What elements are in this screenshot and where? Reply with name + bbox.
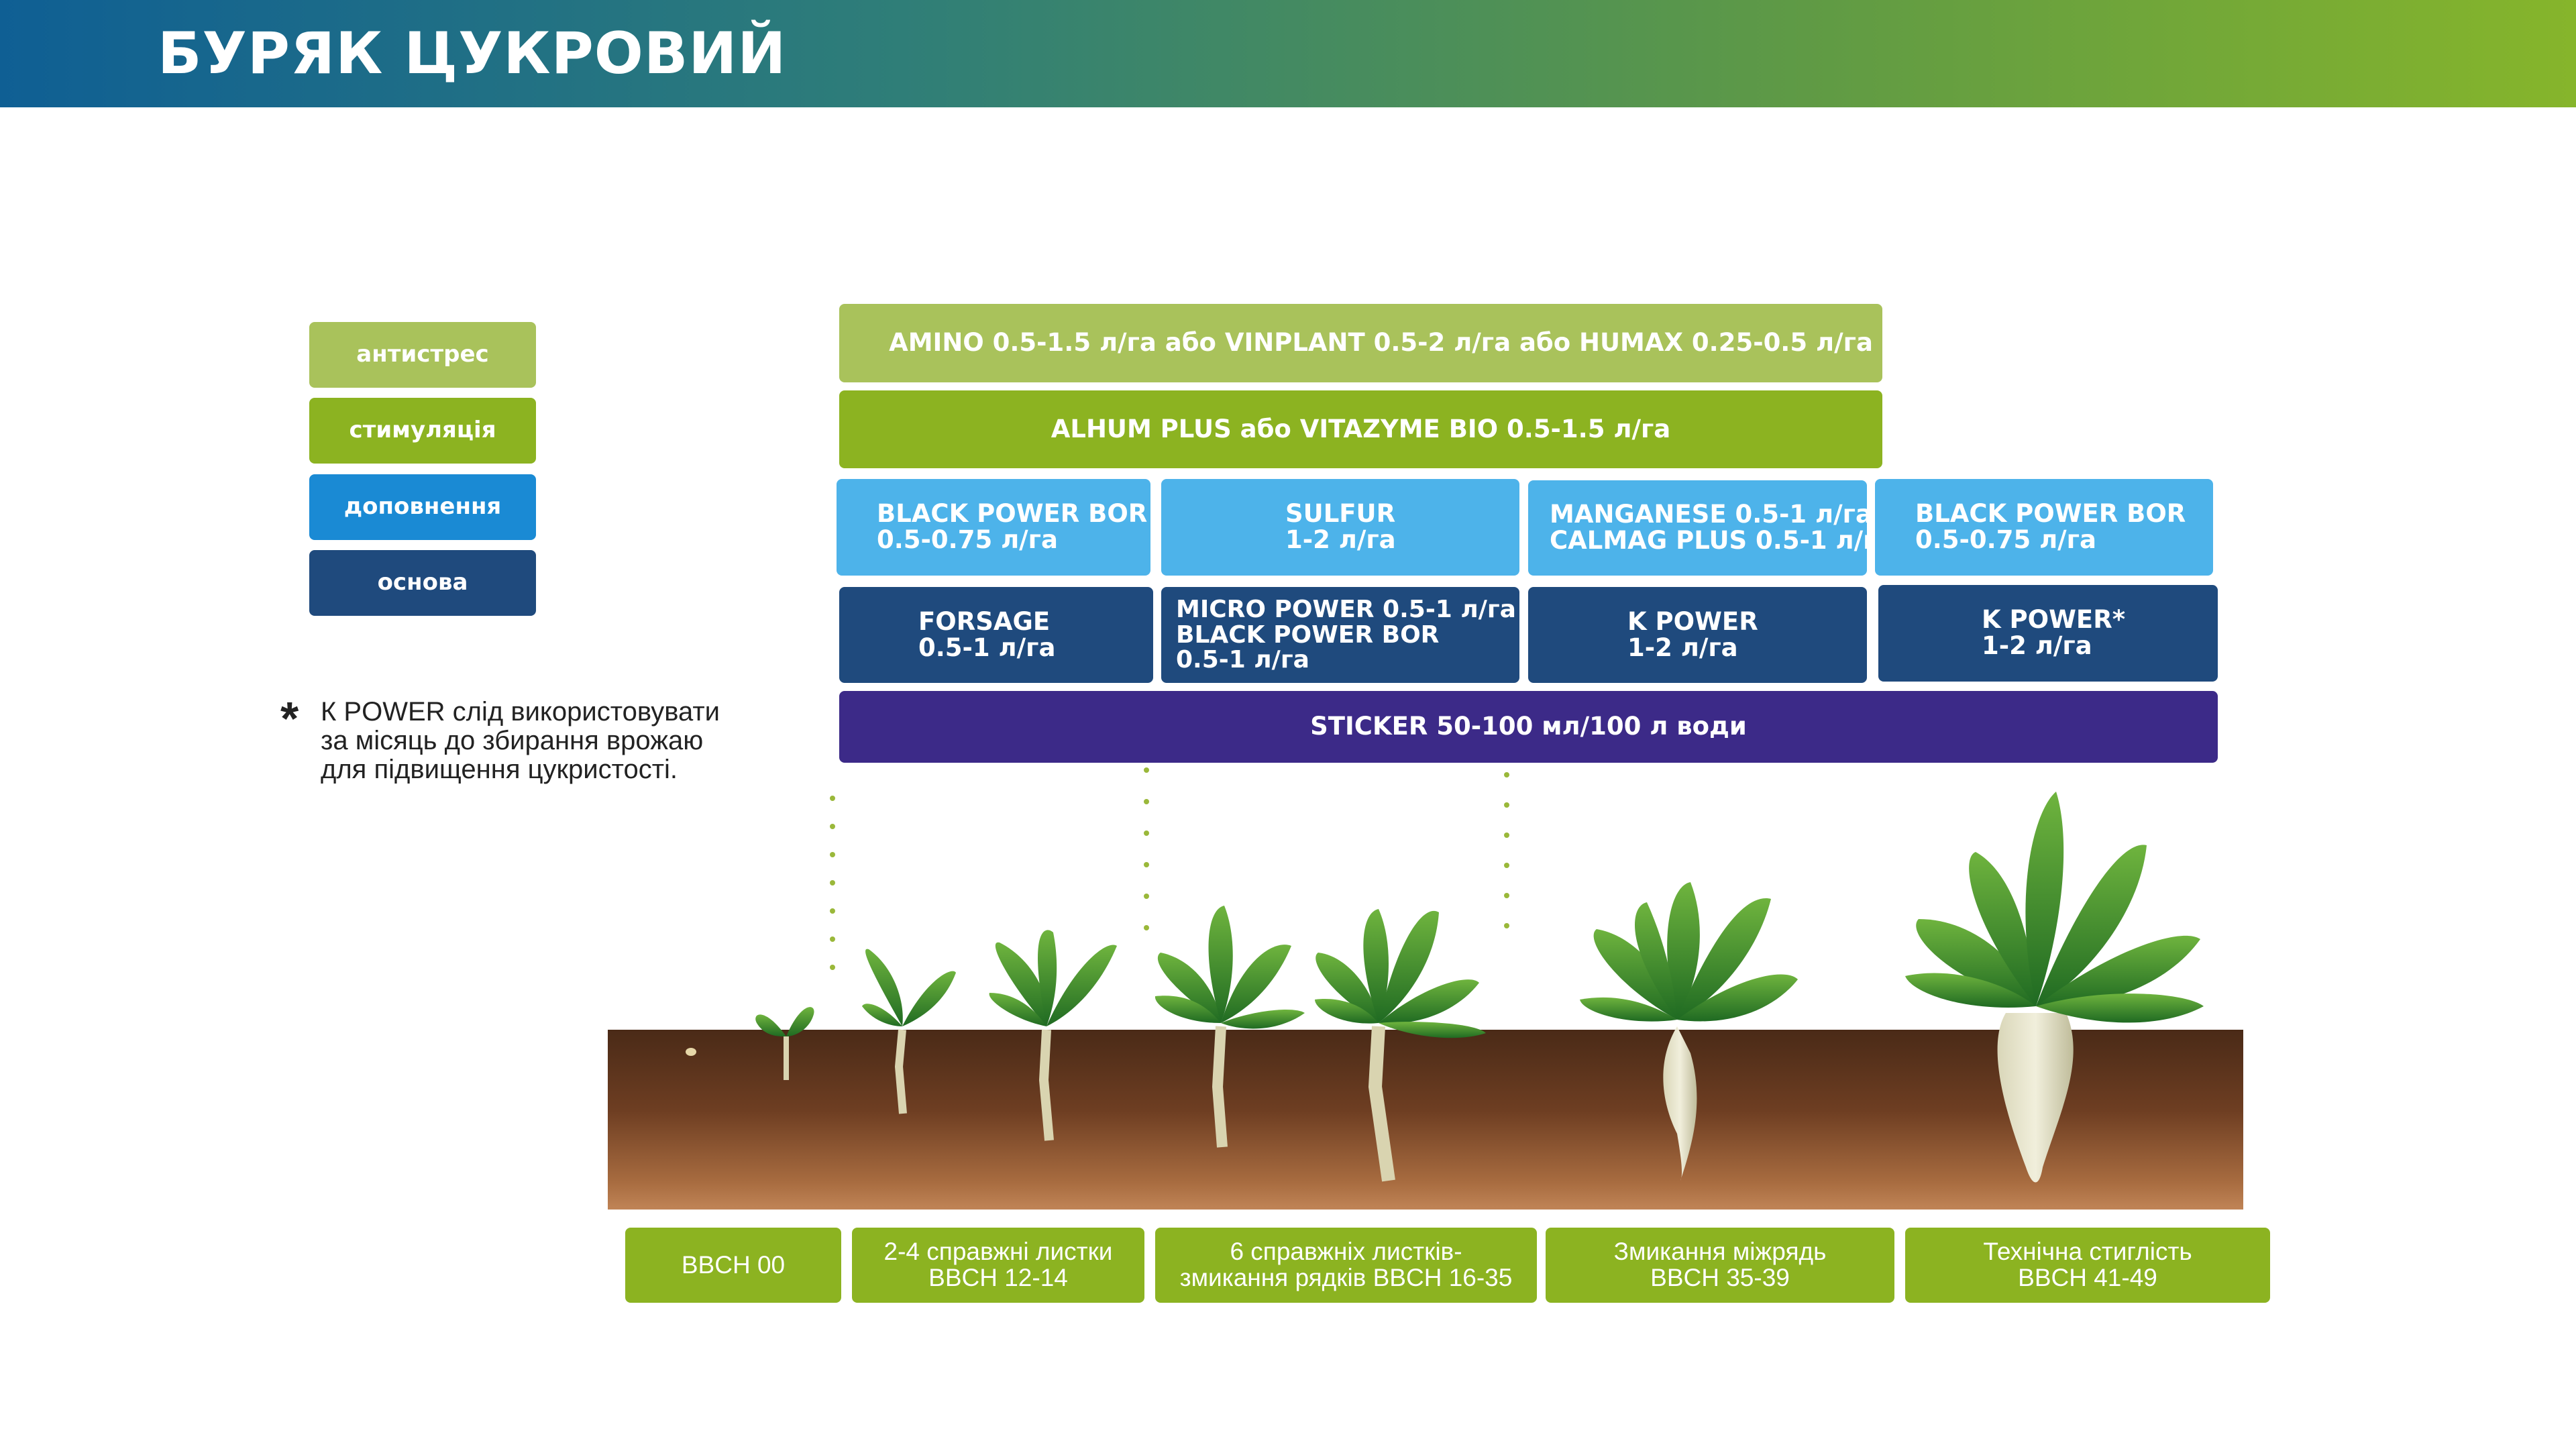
soil-strip [608,1030,2243,1210]
guide-dots [830,767,1509,970]
stage-label: Технічна стиглість BBCH 41-49 [1983,1238,2192,1291]
cell-manganese: MANGANESE 0.5-1 л/га + CALMAG PLUS 0.5-1… [1528,480,1902,576]
stage-bbch-00: BBCH 00 [625,1228,841,1303]
legend-stimulation: стимуляція [309,398,536,464]
bar-sticker: STICKER 50-100 мл/100 л води [839,691,2218,763]
page-title: БУРЯК ЦУКРОВИЙ [158,20,787,87]
cell-sulfur: SULFUR 1-2 л/га [1161,479,1519,576]
stage-bbch-12-14: 2-4 справжні листки BBCH 12-14 [852,1228,1144,1303]
footnote-text: К POWER слід використовувати за місяць д… [321,697,720,785]
stage-bbch-16-35: 6 справжніх листків- змикання рядків BBC… [1155,1228,1537,1303]
stage-bbch-41-49: Технічна стиглість BBCH 41-49 [1905,1228,2270,1303]
cell-k-power-star: K POWER* 1-2 л/га [1878,585,2218,682]
plant-rows-closed-icon [1580,882,1798,1181]
stage-label: BBCH 00 [681,1250,786,1279]
plant-closing-rows-icon [1315,909,1486,1182]
cell-black-power-bor-1: BLACK POWER BOR 0.5-0.75 л/га [837,479,1150,576]
cell-micro-power: MICRO POWER 0.5-1 л/га + BLACK POWER BOR… [1161,587,1545,683]
cell-forsage: FORSAGE 0.5-1 л/га [839,587,1153,683]
cell-k-power: K POWER 1-2 л/га [1528,587,1867,683]
bar-amino: AMINO 0.5-1.5 л/га або VINPLANT 0.5-2 л/… [839,304,1882,382]
stage-label: Змикання міжрядь BBCH 35-39 [1613,1238,1827,1291]
bar-alhum: ALHUM PLUS або VITAZYME BIO 0.5-1.5 л/га [839,390,1882,468]
cell-black-power-bor-2: BLACK POWER BOR 0.5-0.75 л/га [1875,479,2213,576]
asterisk-icon: * [280,692,299,745]
legend-antistress: антистрес [309,322,536,388]
legend-base: основа [309,550,536,616]
stage-bbch-35-39: Змикання міжрядь BBCH 35-39 [1546,1228,1894,1303]
stage-label: 6 справжніх листків- змикання рядків BBC… [1179,1238,1513,1291]
plant-sprout-icon [755,1007,814,1080]
plant-6-leaves-icon [1155,906,1305,1148]
plant-mature-beet-icon [1905,792,2204,1183]
stage-label: 2-4 справжні листки BBCH 12-14 [883,1238,1113,1291]
plant-4-leaves-icon [989,930,1117,1141]
seed-icon [686,1048,696,1056]
plant-2-leaves-icon [862,949,956,1114]
header-banner [0,0,2576,107]
legend-supplement: доповнення [309,474,536,540]
